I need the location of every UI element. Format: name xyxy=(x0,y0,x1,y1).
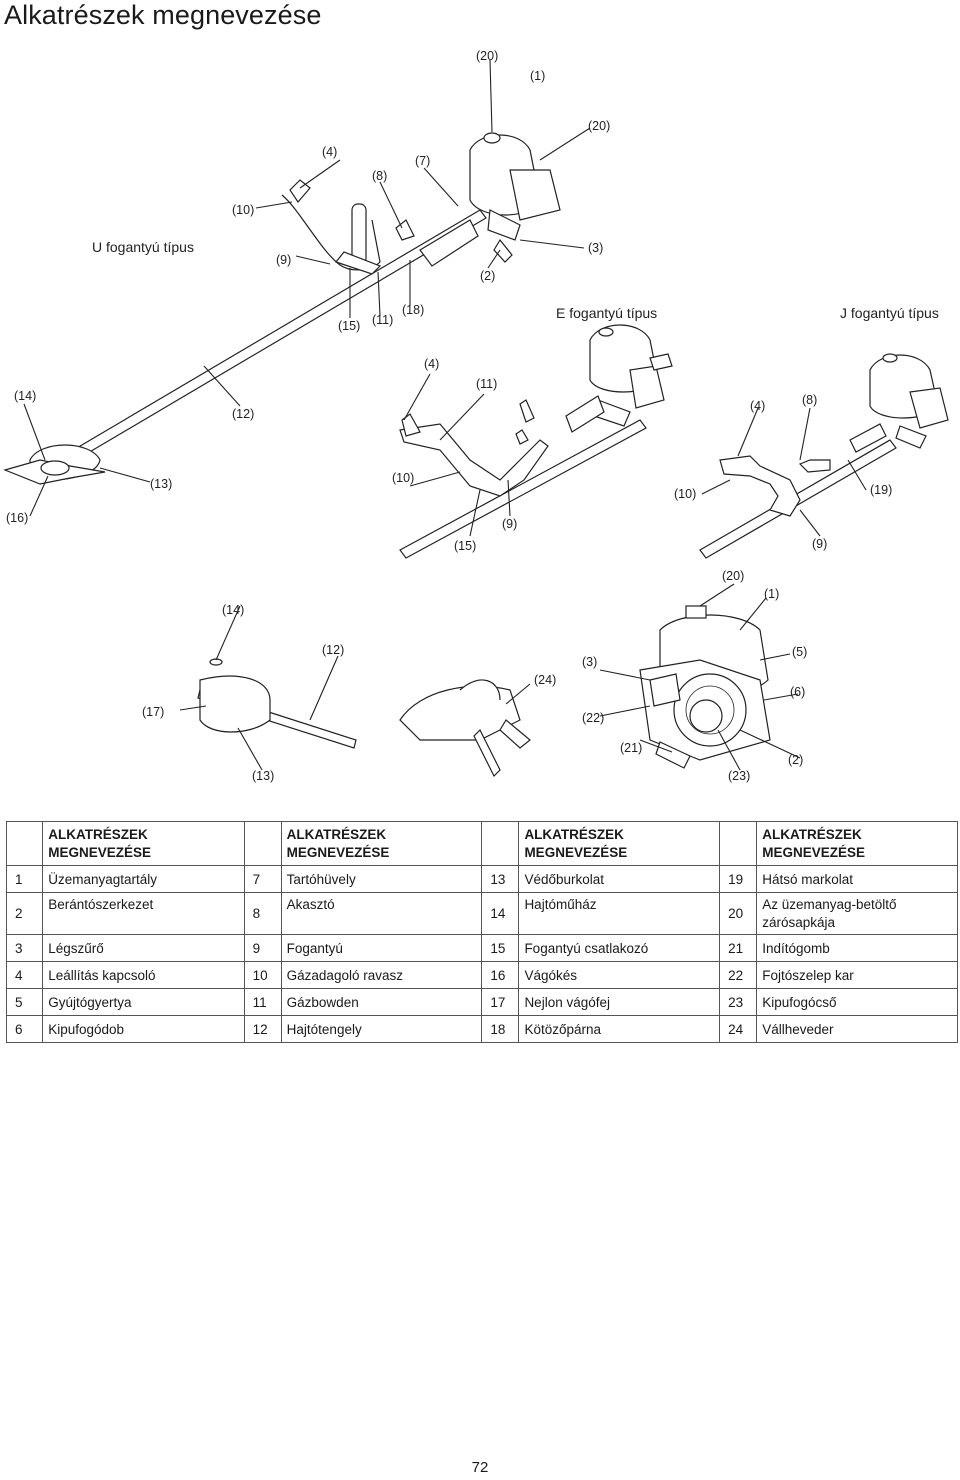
callout-label: (15) xyxy=(338,319,360,333)
callout-label: (18) xyxy=(402,303,424,317)
callout-label: (20) xyxy=(476,49,498,63)
callout-label: (4) xyxy=(322,145,337,159)
callout-label: (20) xyxy=(588,119,610,133)
callout-label: (23) xyxy=(728,769,750,783)
callout-label: (21) xyxy=(620,741,642,755)
harness-illustration xyxy=(399,679,531,778)
page-number: 72 xyxy=(471,1459,489,1476)
callout-label: (13) xyxy=(150,477,172,491)
callout-label: (24) xyxy=(534,673,556,687)
callout-label: (2) xyxy=(480,269,495,283)
blade-guard-illustration xyxy=(3,444,106,485)
callout-label: (14) xyxy=(222,603,244,617)
callout-label: (17) xyxy=(142,705,164,719)
caption-j-handle: J fogantyú típus xyxy=(840,305,939,321)
callout-label: (11) xyxy=(372,313,393,327)
callout-label: (10) xyxy=(232,203,254,217)
callout-label: (10) xyxy=(674,487,696,501)
callout-label: (6) xyxy=(790,685,805,699)
callout-label: (12) xyxy=(232,407,254,421)
callout-label: (9) xyxy=(276,253,291,267)
callout-label: (8) xyxy=(372,169,387,183)
engine-detail-illustration xyxy=(599,583,801,771)
callout-label: (19) xyxy=(870,483,892,497)
callout-label: (7) xyxy=(415,154,430,168)
callout-label: (22) xyxy=(582,711,604,725)
callout-label: (4) xyxy=(424,357,439,371)
callout-label: (15) xyxy=(454,539,476,553)
callout-label: (10) xyxy=(392,471,414,485)
page-title: Alkatrészek megnevezése xyxy=(4,0,322,30)
callout-label: (8) xyxy=(802,393,817,407)
u-handle-machine-illustration xyxy=(3,59,591,517)
caption-u-handle: U fogantyú típus xyxy=(92,239,194,255)
caption-e-handle: E fogantyú típus xyxy=(556,305,657,321)
callout-label: (2) xyxy=(788,753,803,767)
engine-illustration xyxy=(419,132,561,267)
callout-label: (9) xyxy=(812,537,827,551)
callout-label: (1) xyxy=(764,587,779,601)
nylon-head-illustration xyxy=(179,605,357,771)
callout-label: (16) xyxy=(6,511,28,525)
callout-label: (1) xyxy=(530,69,545,83)
callout-label: (3) xyxy=(588,241,603,255)
parts-diagram: U fogantyú típus E fogantyú típus J foga… xyxy=(0,40,960,800)
callout-label: (5) xyxy=(792,645,807,659)
callout-label: (3) xyxy=(582,655,597,669)
callout-label: (11) xyxy=(476,377,497,391)
callout-label: (14) xyxy=(14,389,36,403)
callout-label: (4) xyxy=(750,399,765,413)
callout-label: (13) xyxy=(252,769,274,783)
callout-label: (12) xyxy=(322,643,344,657)
callout-label: (9) xyxy=(502,517,517,531)
j-handle-machine-illustration xyxy=(699,353,949,559)
e-handle-machine-illustration xyxy=(399,324,673,559)
callout-label: (20) xyxy=(722,569,744,583)
